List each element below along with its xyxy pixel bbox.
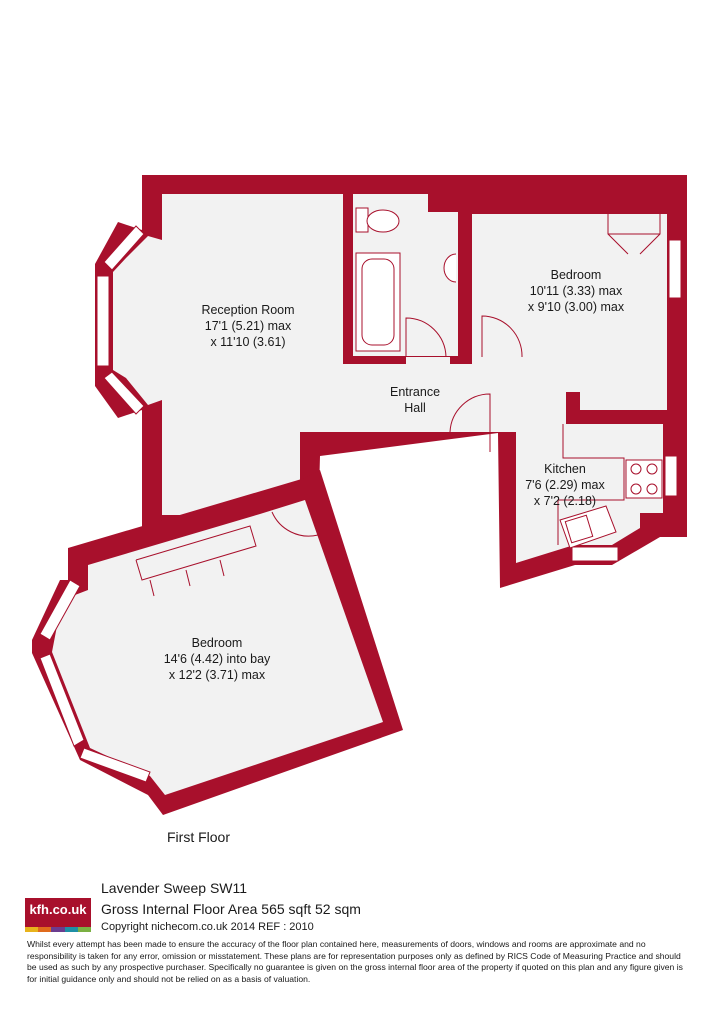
kitchen-name: Kitchen <box>544 462 586 476</box>
basin <box>443 253 457 283</box>
entrance-name: Entrance <box>390 385 440 399</box>
window-reception-bay-top <box>103 225 145 271</box>
door-entrance <box>449 393 491 452</box>
entrance-name2: Hall <box>404 401 426 415</box>
room-labels: Reception Room 17'1 (5.21) max x 11'10 (… <box>164 268 625 682</box>
kfh-logo[interactable]: kfh.co.uk <box>25 898 92 932</box>
bedroom-lower-name: Bedroom <box>192 636 243 650</box>
bedroom-upper-dim2: x 9'10 (3.00) max <box>528 300 625 314</box>
wardrobe-lower-doors <box>149 559 225 597</box>
window-kitchen-right <box>664 455 678 497</box>
window-reception-bay-mid <box>96 275 110 367</box>
door-bedroom-upper <box>481 315 523 358</box>
window-bedroom-bay-top <box>39 579 81 641</box>
wardrobe-lower <box>135 525 257 581</box>
kitchen-worktop <box>557 424 625 545</box>
disclaimer: Whilst every attempt has been made to en… <box>27 939 683 984</box>
sink-bowl <box>564 514 594 544</box>
bedroom-upper-floor <box>472 214 667 410</box>
toilet-bowl <box>366 209 400 233</box>
toilet-cistern <box>355 207 369 233</box>
window-bedroom-upper <box>668 239 682 299</box>
door-bedroom-lower <box>271 490 319 537</box>
bath <box>355 252 401 352</box>
window-reception-bay-bottom <box>103 371 145 415</box>
logo-text: kfh.co.uk <box>29 902 87 917</box>
fixtures <box>135 207 663 597</box>
door-bathroom <box>405 317 447 358</box>
bedroom-lower-floor <box>52 500 383 795</box>
bedroom-lower-dim1: 14'6 (4.42) into bay <box>164 652 271 666</box>
floor-area: Gross Internal Floor Area 565 sqft 52 sq… <box>101 901 361 917</box>
bedroom-lower-dim2: x 12'2 (3.71) max <box>169 668 266 682</box>
window-bedroom-bay-bottom <box>79 747 151 783</box>
copyright: Copyright nichecom.co.uk 2014 REF : 2010 <box>101 921 314 933</box>
floor-plan: Reception Room 17'1 (5.21) max x 11'10 (… <box>32 175 687 815</box>
logo-color-bar <box>25 927 92 932</box>
sink <box>559 505 617 549</box>
upper-block <box>95 175 687 588</box>
hob-ring-3 <box>630 483 642 495</box>
kitchen-dim2: x 7'2 (2.18) <box>534 494 596 508</box>
entrance-floor <box>406 364 566 432</box>
reception-name: Reception Room <box>201 303 294 317</box>
logo-bar-green <box>77 927 92 932</box>
hob-ring-2 <box>646 463 658 475</box>
window-kitchen-bottom <box>571 546 619 562</box>
window-bedroom-bay-mid <box>39 653 85 747</box>
hob-ring-1 <box>630 463 642 475</box>
logo-bar-teal <box>64 927 78 932</box>
reception-floor <box>113 194 516 515</box>
reception-dim2: x 11'10 (3.61) <box>210 335 285 349</box>
reception-dim1: 17'1 (5.21) max <box>205 319 292 333</box>
kitchen-dim1: 7'6 (2.29) max <box>525 478 605 492</box>
windows <box>39 225 682 783</box>
floor-label: First Floor <box>167 829 230 845</box>
hob <box>625 459 663 499</box>
property-address: Lavender Sweep SW11 <box>101 880 248 896</box>
lower-block <box>32 470 403 815</box>
bath-inner <box>361 258 395 346</box>
wardrobe-upper <box>607 214 661 255</box>
kitchen-floor <box>516 424 663 563</box>
logo-bar-purple <box>51 927 65 932</box>
bedroom-upper-name: Bedroom <box>551 268 602 282</box>
hob-ring-4 <box>646 483 658 495</box>
logo-bar-yellow <box>25 927 39 932</box>
bedroom-upper-dim1: 10'11 (3.33) max <box>530 284 623 298</box>
logo-bar-orange <box>38 927 52 932</box>
